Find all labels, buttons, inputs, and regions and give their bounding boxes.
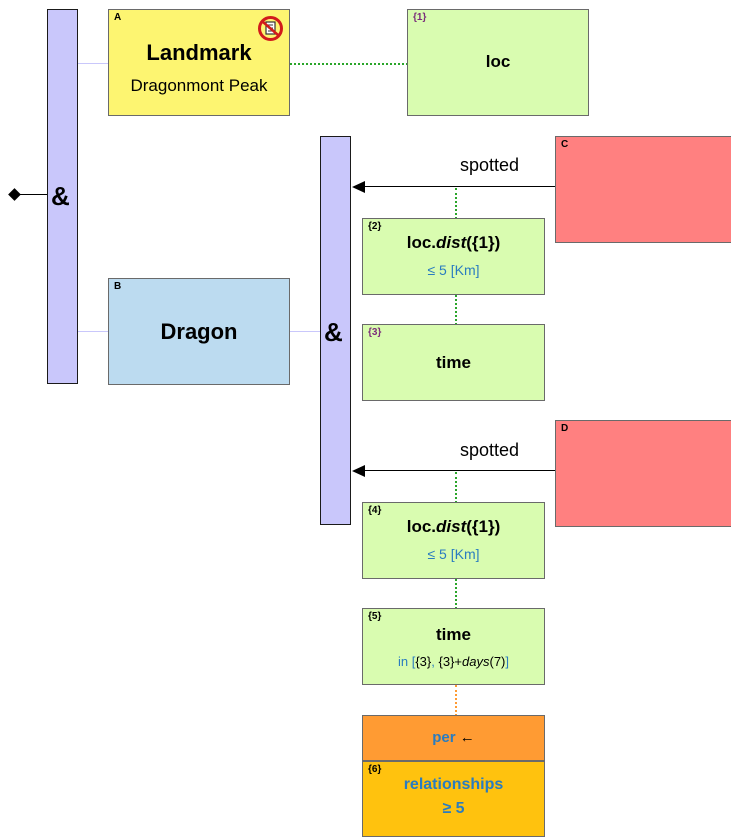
dragon-node[interactable]: B Dragon xyxy=(108,278,290,385)
node-letter: B xyxy=(114,281,122,292)
distance-constraint-node-2[interactable]: {2} loc.dist({1}) ≤ 5 [Km] xyxy=(362,218,545,295)
and-symbol: & xyxy=(51,181,70,211)
edge-label-spotted: spotted xyxy=(460,440,520,460)
landmark-title: Landmark xyxy=(146,40,252,65)
link-dist2-time3 xyxy=(455,295,457,325)
ref-label: {3} xyxy=(368,327,382,338)
relationships-title: relationships xyxy=(403,776,504,793)
cond-b: {3}+ xyxy=(438,654,463,669)
dist-suffix: ({1}) xyxy=(466,517,501,536)
landmark-node[interactable]: A Landmark Dragonmont Peak xyxy=(108,9,290,116)
relationships-aggregate-node-6[interactable]: {6} relationships ≥ 5 xyxy=(362,761,545,837)
unresolved-node-d[interactable]: D xyxy=(555,420,731,527)
ref-label: {2} xyxy=(368,221,382,232)
cond-sep: , xyxy=(431,654,439,669)
dist-condition: ≤ 5 [Km] xyxy=(363,546,544,562)
arrowhead-icon xyxy=(352,465,365,477)
link-landmark-loc xyxy=(290,63,408,65)
time-range-condition: in [{3}, {3}+days(7)] xyxy=(363,654,544,669)
per-label: per ← xyxy=(363,729,544,746)
cond-unit: [Km] xyxy=(450,546,480,562)
edge-spotted-d xyxy=(362,470,555,471)
left-arrow-icon: ← xyxy=(459,729,475,746)
dist-prefix: loc. xyxy=(406,517,437,536)
cond-op: ≤ 5 xyxy=(427,262,447,278)
loc-property-node[interactable]: {1} loc xyxy=(407,9,589,116)
node-letter: D xyxy=(561,423,569,434)
cond-fn: days xyxy=(462,654,490,669)
cond-op: ≤ 5 xyxy=(427,546,447,562)
per-title: per xyxy=(432,729,456,746)
distance-constraint-node-4[interactable]: {4} loc.dist({1}) ≤ 5 [Km] xyxy=(362,502,545,579)
dist-condition: ≤ 5 [Km] xyxy=(363,262,544,278)
ref-label: {1} xyxy=(413,12,427,23)
dist-title: loc.dist({1}) xyxy=(363,517,544,537)
dist-prefix: loc. xyxy=(406,233,437,252)
unresolved-node-c[interactable]: C xyxy=(555,136,731,243)
link-dist4-time5 xyxy=(455,579,457,609)
link-spotted-dist2 xyxy=(455,188,457,219)
link-time5-per xyxy=(455,685,457,716)
link-spotted-dist4 xyxy=(455,472,457,503)
cond-close: ] xyxy=(505,654,509,669)
time-property-node-3[interactable]: {3} time xyxy=(362,324,545,401)
and-symbol: & xyxy=(324,317,343,347)
dist-suffix: ({1}) xyxy=(466,233,501,252)
node-letter: C xyxy=(561,139,569,150)
and-operator-outer[interactable]: & xyxy=(47,9,78,384)
connector-dragon-inner xyxy=(290,331,321,332)
time-range-node-5[interactable]: {5} time in [{3}, {3}+days(7)] xyxy=(362,608,545,685)
dragon-title: Dragon xyxy=(160,319,238,344)
node-letter: A xyxy=(114,12,122,23)
dist-fn: dist xyxy=(436,517,467,536)
connector-outer-dragon xyxy=(78,331,109,332)
entry-connector xyxy=(18,194,48,195)
loc-title: loc xyxy=(485,52,511,71)
dist-title: loc.dist({1}) xyxy=(363,233,544,253)
cond-in: in [ xyxy=(398,654,416,669)
no-document-icon[interactable] xyxy=(258,16,283,41)
ref-label: {5} xyxy=(368,611,382,622)
ref-label: {6} xyxy=(368,764,382,775)
arrowhead-icon xyxy=(352,181,365,193)
time-title: time xyxy=(436,625,471,644)
ref-label: {4} xyxy=(368,505,382,516)
cond-arg: (7) xyxy=(489,654,506,669)
time-title: time xyxy=(436,353,471,372)
cond-a: {3} xyxy=(415,654,432,669)
landmark-subtitle: Dragonmont Peak xyxy=(130,76,268,95)
and-operator-inner[interactable]: & xyxy=(320,136,351,525)
relationships-condition: ≥ 5 xyxy=(442,800,465,817)
edge-spotted-c xyxy=(362,186,555,187)
cond-unit: [Km] xyxy=(450,262,480,278)
edge-label-spotted: spotted xyxy=(460,155,520,175)
connector-outer-landmark xyxy=(78,63,109,64)
per-aggregate-header[interactable]: per ← xyxy=(362,715,545,761)
dist-fn: dist xyxy=(436,233,467,252)
